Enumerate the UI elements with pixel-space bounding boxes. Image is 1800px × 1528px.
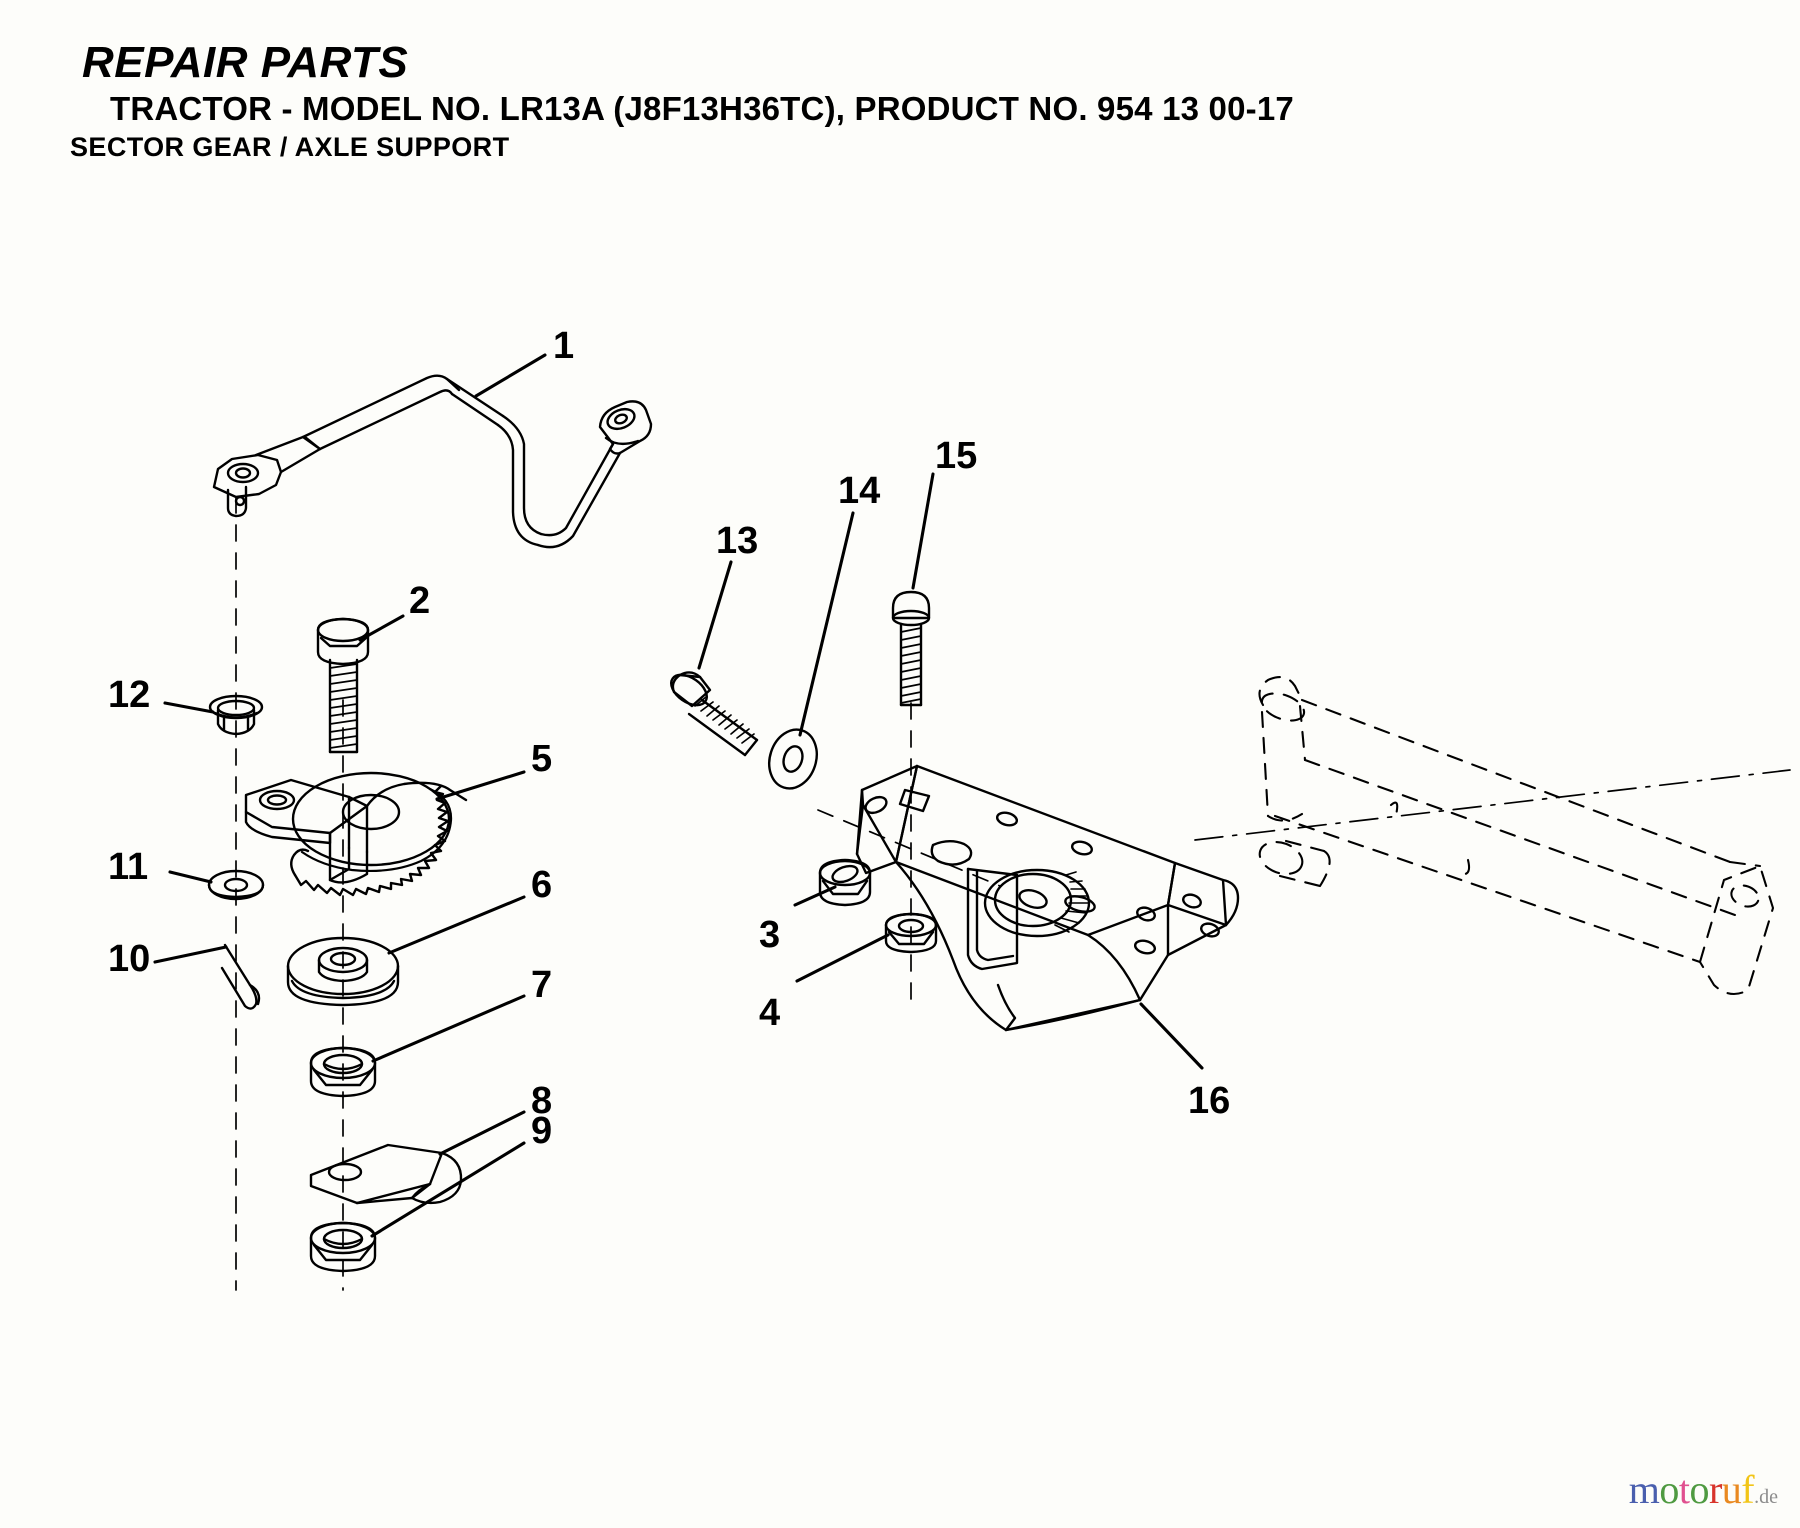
callout-4: 4 bbox=[759, 992, 781, 1034]
part-sector-gear bbox=[244, 771, 468, 897]
part-hex-head-bolt bbox=[670, 671, 759, 757]
part-hex-lock-nut bbox=[309, 1046, 377, 1098]
callout-15: 15 bbox=[935, 435, 978, 477]
part-axle-support-bracket bbox=[855, 764, 1240, 1032]
callout-13: 13 bbox=[716, 520, 759, 562]
callout-12: 12 bbox=[108, 674, 151, 716]
leader-lines bbox=[153, 353, 1204, 1238]
part-retainer-strap bbox=[309, 1143, 463, 1205]
phantom-axle-assembly bbox=[1258, 676, 1775, 996]
model-line: TRACTOR - MODEL NO. LR13A (J8F13H36TC), … bbox=[110, 90, 1294, 128]
section-title: SECTOR GEAR / AXLE SUPPORT bbox=[70, 132, 510, 163]
callout-8: 8 bbox=[531, 1080, 553, 1122]
wm-letter-o2: o bbox=[1689, 1467, 1709, 1512]
assembly-centerlines bbox=[235, 496, 1791, 1291]
callout-1: 1 bbox=[553, 325, 575, 367]
part-flat-washer bbox=[207, 869, 265, 901]
part-flange-nut-4 bbox=[884, 912, 938, 954]
part-hex-nut bbox=[309, 1221, 377, 1273]
part-carriage-bolt bbox=[891, 590, 931, 707]
wm-letter-u: u bbox=[1721, 1467, 1742, 1512]
callout-3: 3 bbox=[759, 914, 781, 956]
callout-6: 6 bbox=[531, 864, 553, 906]
part-hex-bolt bbox=[316, 617, 370, 754]
callout-2: 2 bbox=[409, 580, 431, 622]
callout-5: 5 bbox=[531, 738, 553, 780]
callout-7: 7 bbox=[531, 964, 553, 1006]
wm-letter-o1: o bbox=[1659, 1467, 1679, 1512]
part-washer bbox=[768, 728, 818, 790]
wm-tld: .de bbox=[1754, 1486, 1778, 1508]
callout-10: 10 bbox=[108, 938, 151, 980]
callout-11: 11 bbox=[108, 846, 149, 888]
wm-letter-r: r bbox=[1708, 1467, 1722, 1512]
part-cotter-pin bbox=[220, 943, 261, 1010]
part-lock-nut-3 bbox=[818, 858, 872, 907]
callout-16: 16 bbox=[1188, 1080, 1231, 1122]
wm-letter-t: t bbox=[1678, 1467, 1690, 1512]
callout-14: 14 bbox=[838, 470, 881, 512]
wm-letter-f: f bbox=[1741, 1467, 1755, 1512]
phantom-pivot-boss bbox=[1258, 839, 1331, 888]
part-flange-lock-nut bbox=[208, 694, 264, 736]
bearing-boss bbox=[983, 868, 1091, 938]
motoruf-watermark: motoruf.de bbox=[1629, 1470, 1778, 1510]
page-title: REPAIR PARTS bbox=[82, 38, 409, 87]
part-drag-link bbox=[212, 374, 653, 549]
part-bushing-pulley bbox=[286, 936, 400, 1007]
page-header: REPAIR PARTS TRACTOR - MODEL NO. LR13A (… bbox=[70, 38, 1750, 163]
callout-9: 9 bbox=[531, 1110, 553, 1152]
wm-letter-m: m bbox=[1628, 1467, 1660, 1512]
